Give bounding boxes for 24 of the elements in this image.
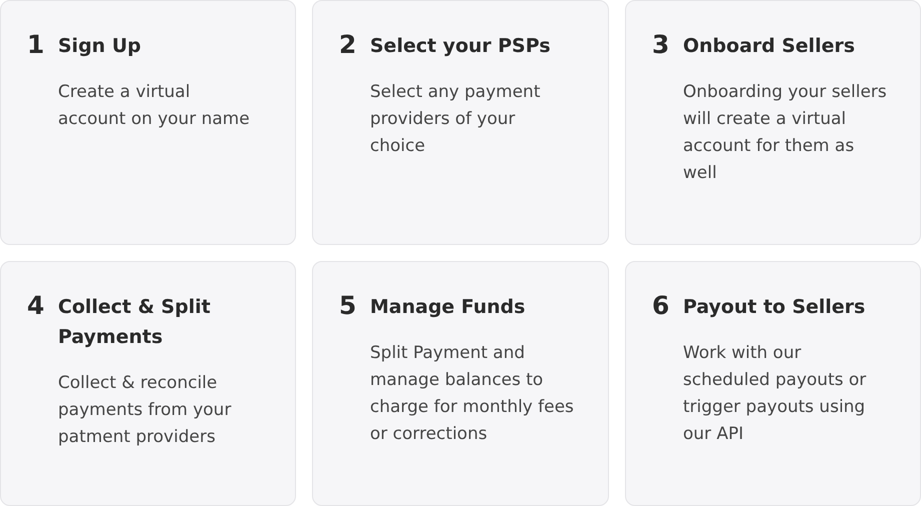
- step-heading: Select your PSPs: [370, 34, 552, 59]
- step-heading: Collect & Split Payments: [58, 295, 212, 350]
- step-number: 5: [339, 290, 356, 322]
- step-number: 3: [652, 29, 670, 61]
- step-number: 6: [652, 290, 670, 322]
- step-number: 1: [27, 29, 44, 61]
- step-description: Select any payment providers of your choice: [370, 81, 542, 158]
- step-description: Work with our scheduled payouts or trigger payouts using our API: [683, 342, 868, 446]
- step-description: Split Payment and manage balances to charge for monthly fees or corrections: [370, 342, 575, 446]
- step-description: Onboarding your sellers will create a virtual account for them as well: [683, 81, 888, 185]
- step-number: 4: [27, 290, 44, 322]
- step-heading: Onboard Sellers: [683, 34, 856, 59]
- step-heading: Payout to Sellers: [683, 295, 866, 320]
- step-heading: Manage Funds: [370, 295, 526, 320]
- step-card: [625, 0, 921, 245]
- step-card: [0, 0, 296, 245]
- step-description: Collect & reconcile payments from your patment providers: [58, 372, 232, 449]
- step-heading: Sign Up: [58, 34, 142, 59]
- step-card: [625, 261, 921, 506]
- step-card: [0, 261, 296, 506]
- step-number: 2: [339, 29, 356, 61]
- step-card: [312, 0, 609, 245]
- step-card: [312, 261, 609, 506]
- step-description: Create a virtual account on your name: [58, 81, 251, 131]
